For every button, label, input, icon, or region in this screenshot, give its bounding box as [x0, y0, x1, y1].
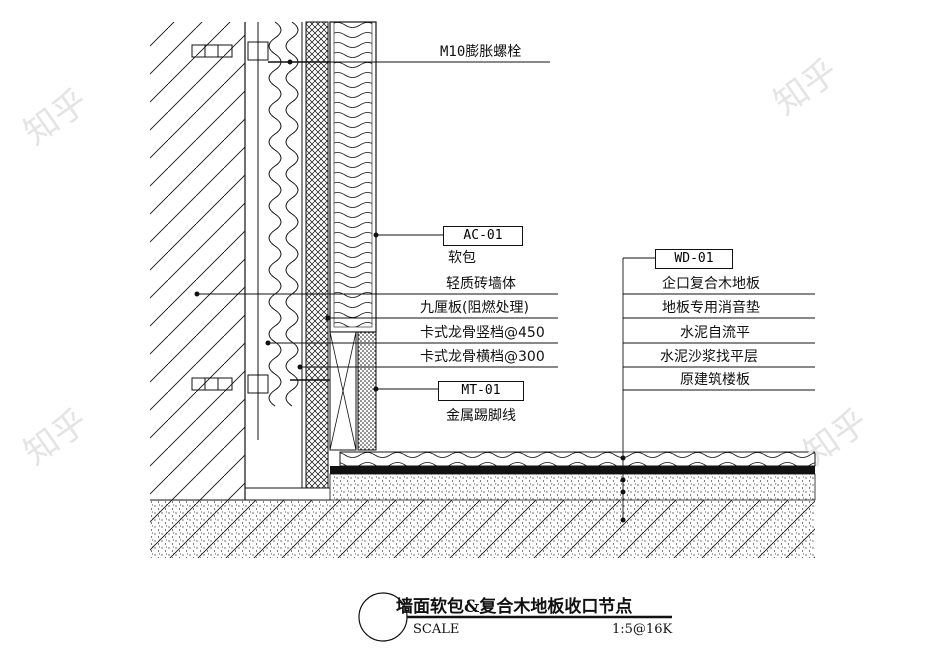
tag-ac: AC-01: [443, 226, 523, 246]
scale-value: 1:5@16K: [612, 622, 673, 637]
title-block: [358, 592, 672, 642]
label-soft-pack: 软包: [448, 250, 476, 266]
metal-skirting: [329, 331, 377, 451]
floor-layers: [150, 451, 816, 558]
label-nine-board: 九厘板(阻燃处理): [420, 300, 529, 316]
label-mortar: 水泥沙浆找平层: [660, 349, 758, 365]
tag-wd: WD-01: [655, 249, 733, 269]
original-wall: [150, 22, 330, 501]
label-metal-skirting: 金属踢脚线: [446, 408, 516, 424]
label-light-brick: 轻质砖墙体: [446, 276, 516, 292]
label-keel-horizontal: 卡式龙骨横档@300: [420, 349, 545, 365]
scale-label: SCALE: [413, 622, 460, 637]
label-self-level: 水泥自流平: [680, 325, 750, 341]
label-wood-floor: 企口复合木地板: [662, 276, 760, 292]
label-sound-pad: 地板专用消音垫: [662, 300, 760, 316]
label-slab: 原建筑楼板: [680, 372, 750, 388]
leader-dots: [194, 59, 626, 523]
light-brick-layer: [305, 21, 329, 489]
leader-lines: [197, 61, 815, 520]
label-bolt: M10膨胀螺栓: [440, 44, 522, 60]
soft-pack-panel: [329, 21, 377, 333]
drawing-title: 墙面软包&复合木地板收口节点: [396, 597, 633, 617]
tag-mt: MT-01: [438, 381, 524, 401]
label-keel-vertical: 卡式龙骨竖档@450: [420, 325, 545, 341]
